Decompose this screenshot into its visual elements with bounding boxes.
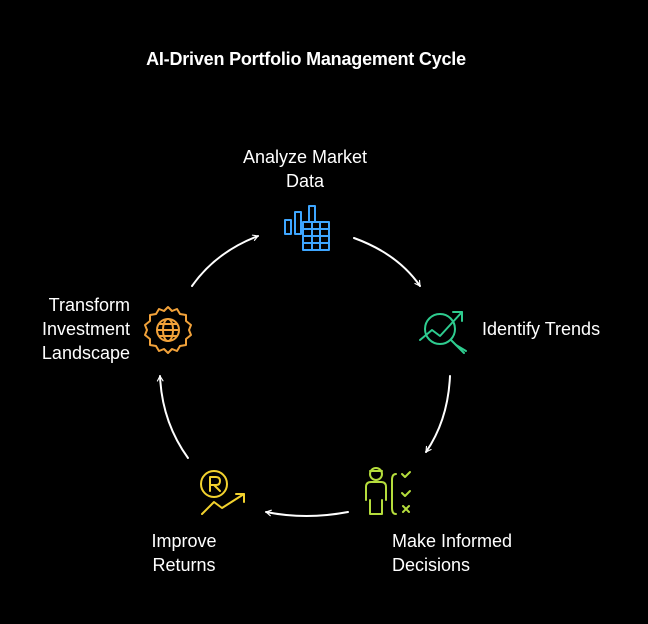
step-label-line: Data: [285, 171, 325, 191]
bar-chart-table-icon: [284, 205, 330, 251]
magnify-trend-icon: [419, 311, 467, 354]
step-label-line: Investment: [41, 319, 130, 339]
step-label-line: Transform: [48, 295, 130, 315]
person-checklist-icon: [365, 467, 411, 515]
step-label-line: Analyze Market: [242, 147, 368, 167]
step-label-line: Make Informed: [392, 531, 513, 551]
arrow-decisions-to-returns: [265, 509, 349, 517]
cycle-arrows: [156, 234, 451, 517]
arrow-transform-to-analyze: [191, 234, 259, 287]
step-label-line: Landscape: [41, 343, 130, 363]
step-label-line: Decisions: [392, 555, 471, 575]
arrow-returns-to-transform: [156, 375, 189, 459]
step-label-make-informed-decisions: Make Informed Decisions: [392, 529, 552, 577]
page-title: AI-Driven Portfolio Management Cycle: [146, 49, 466, 69]
step-label-line: Improve: [151, 531, 217, 551]
rupee-growth-icon: [200, 470, 245, 515]
globe-gear-icon: [144, 306, 192, 354]
arrow-analyze-to-identify: [353, 237, 421, 287]
step-label-line: Returns: [152, 555, 216, 575]
step-label-transform-investment-landscape: Transform Investment Landscape: [0, 293, 130, 365]
arrow-identify-to-decisions: [425, 375, 451, 453]
step-label-improve-returns: Improve Returns: [104, 529, 264, 577]
step-label-line: Identify Trends: [482, 319, 601, 339]
step-label-identify-trends: Identify Trends: [482, 317, 642, 341]
step-label-analyze-market-data: Analyze Market Data: [225, 145, 385, 193]
